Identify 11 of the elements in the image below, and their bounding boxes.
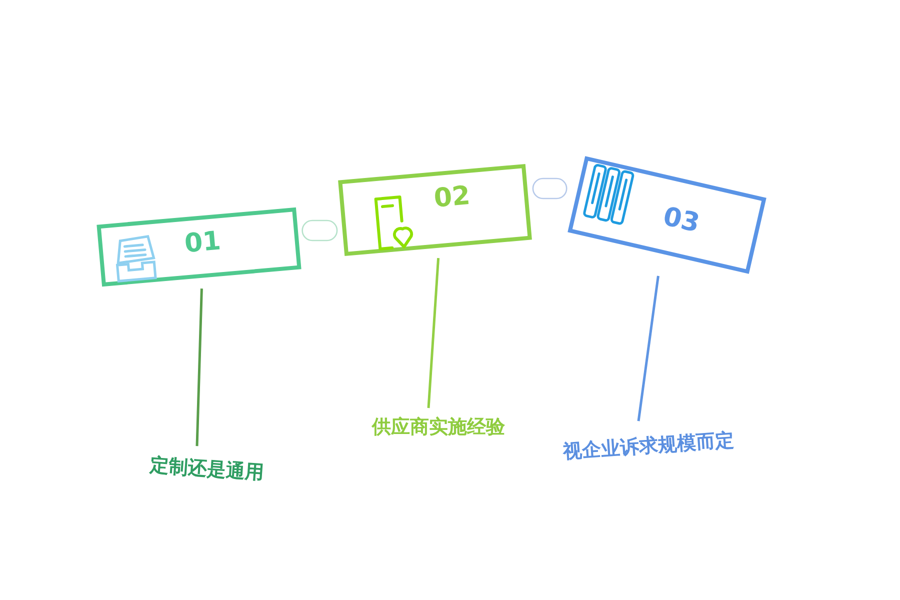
step-number: 02 bbox=[432, 180, 472, 214]
link-pill bbox=[302, 220, 338, 242]
leader-line bbox=[196, 288, 203, 446]
leader-line bbox=[637, 276, 660, 422]
caption-text: 供应商实施经验 bbox=[372, 414, 505, 440]
caption-text: 定制还是通用 bbox=[149, 452, 265, 486]
link-pill bbox=[532, 178, 568, 200]
step-number: 03 bbox=[660, 202, 702, 240]
step-number: 01 bbox=[183, 226, 222, 260]
leader-line bbox=[427, 258, 440, 408]
caption-text: 视企业诉求规模而定 bbox=[562, 427, 735, 465]
